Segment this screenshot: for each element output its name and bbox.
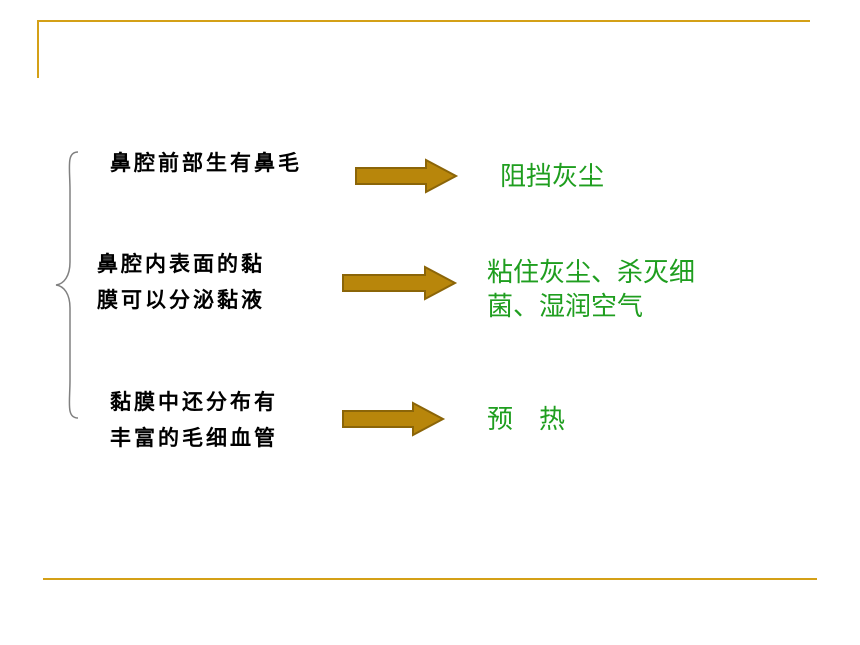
effect-preheat: 预 热 [487, 403, 565, 437]
arrow-right-icon [342, 265, 458, 301]
cause-line-2: 丰富的毛细血管 [110, 426, 278, 450]
effect-line-1: 粘住灰尘、杀灭细 [487, 258, 696, 288]
top-rule [37, 20, 810, 22]
effect-text: 预 热 [487, 405, 566, 435]
cause-line-1: 黏膜中还分布有 [110, 390, 278, 414]
arrow-right-icon [342, 401, 446, 437]
left-rule [37, 20, 39, 78]
cause-line-1: 鼻腔内表面的黏 [97, 252, 265, 276]
left-brace-icon [55, 151, 79, 419]
cause-nasal-hair: 鼻腔前部生有鼻毛 [110, 145, 302, 181]
effect-block-dust: 阻挡灰尘 [500, 160, 604, 194]
arrow-right-icon [355, 158, 459, 194]
cause-capillaries: 黏膜中还分布有 丰富的毛细血管 [110, 384, 278, 456]
effect-trap-dust: 粘住灰尘、杀灭细 菌、湿润空气 [487, 256, 695, 324]
cause-text: 鼻腔前部生有鼻毛 [110, 151, 302, 175]
effect-line-2: 菌、湿润空气 [487, 292, 644, 322]
effect-text: 阻挡灰尘 [500, 162, 605, 192]
cause-mucous-membrane: 鼻腔内表面的黏 膜可以分泌黏液 [97, 246, 265, 318]
cause-line-2: 膜可以分泌黏液 [97, 288, 265, 312]
bottom-rule [43, 578, 817, 580]
